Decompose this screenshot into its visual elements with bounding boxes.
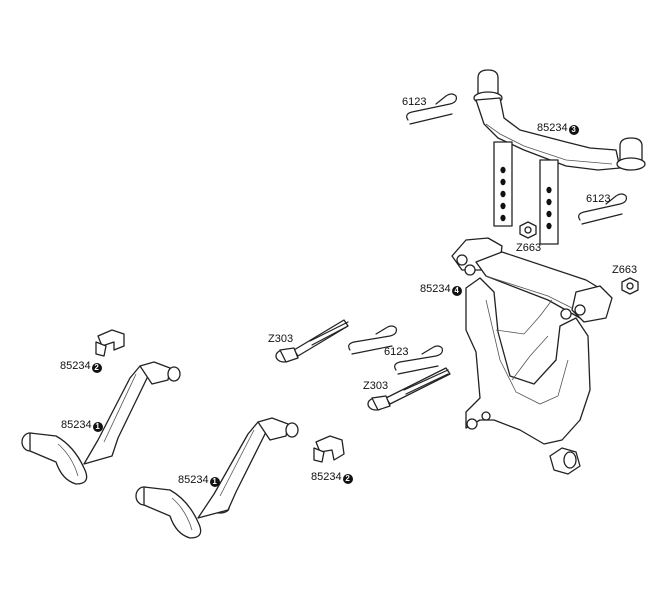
body-post-center-part	[135, 417, 299, 539]
bracket-left-part	[95, 329, 125, 357]
part-number: Z303	[363, 380, 389, 392]
nut-right-part	[621, 277, 639, 295]
body-clip-right-part	[578, 193, 627, 225]
screw-lower-part	[367, 367, 451, 411]
part-number-badge: 4	[451, 286, 462, 296]
label-clip-top: 6123	[402, 96, 426, 108]
part-number: 85234	[178, 474, 209, 486]
label-screw-lower: Z303	[363, 380, 388, 392]
part-number: 85234	[420, 283, 451, 295]
part-number: 6123	[384, 346, 409, 358]
label-nut-right: Z663	[612, 264, 637, 276]
body-clip-middle-part	[348, 325, 443, 375]
body-post-left-part	[21, 361, 181, 485]
part-number-badge: 1	[209, 477, 220, 487]
part-number: 6123	[586, 193, 611, 205]
label-screw-upper: Z303	[268, 333, 293, 345]
bracket-center-part	[313, 435, 345, 463]
part-number-badge: 3	[568, 125, 579, 135]
part-number-badge: 1	[92, 422, 103, 432]
screw-upper-part	[275, 319, 349, 363]
nut-center-part	[519, 221, 537, 239]
label-clip-middle: 6123	[384, 346, 408, 358]
part-number: Z663	[612, 264, 638, 276]
part-number: 85234	[60, 360, 91, 372]
part-number: Z303	[268, 333, 294, 345]
part-number: 85234	[311, 471, 342, 483]
part-number: Z663	[516, 242, 542, 254]
shock-tower-part	[451, 237, 613, 475]
body-mount-top-part	[473, 69, 646, 245]
body-clip-top-part	[406, 93, 457, 125]
part-number: 85234	[61, 419, 92, 431]
part-number-badge: 2	[342, 474, 353, 484]
label-nut-center: Z663	[516, 242, 541, 254]
part-number: 85234	[537, 122, 568, 134]
part-number: 6123	[402, 96, 427, 108]
label-clip-right: 6123	[586, 193, 610, 205]
part-number-badge: 2	[91, 363, 102, 373]
